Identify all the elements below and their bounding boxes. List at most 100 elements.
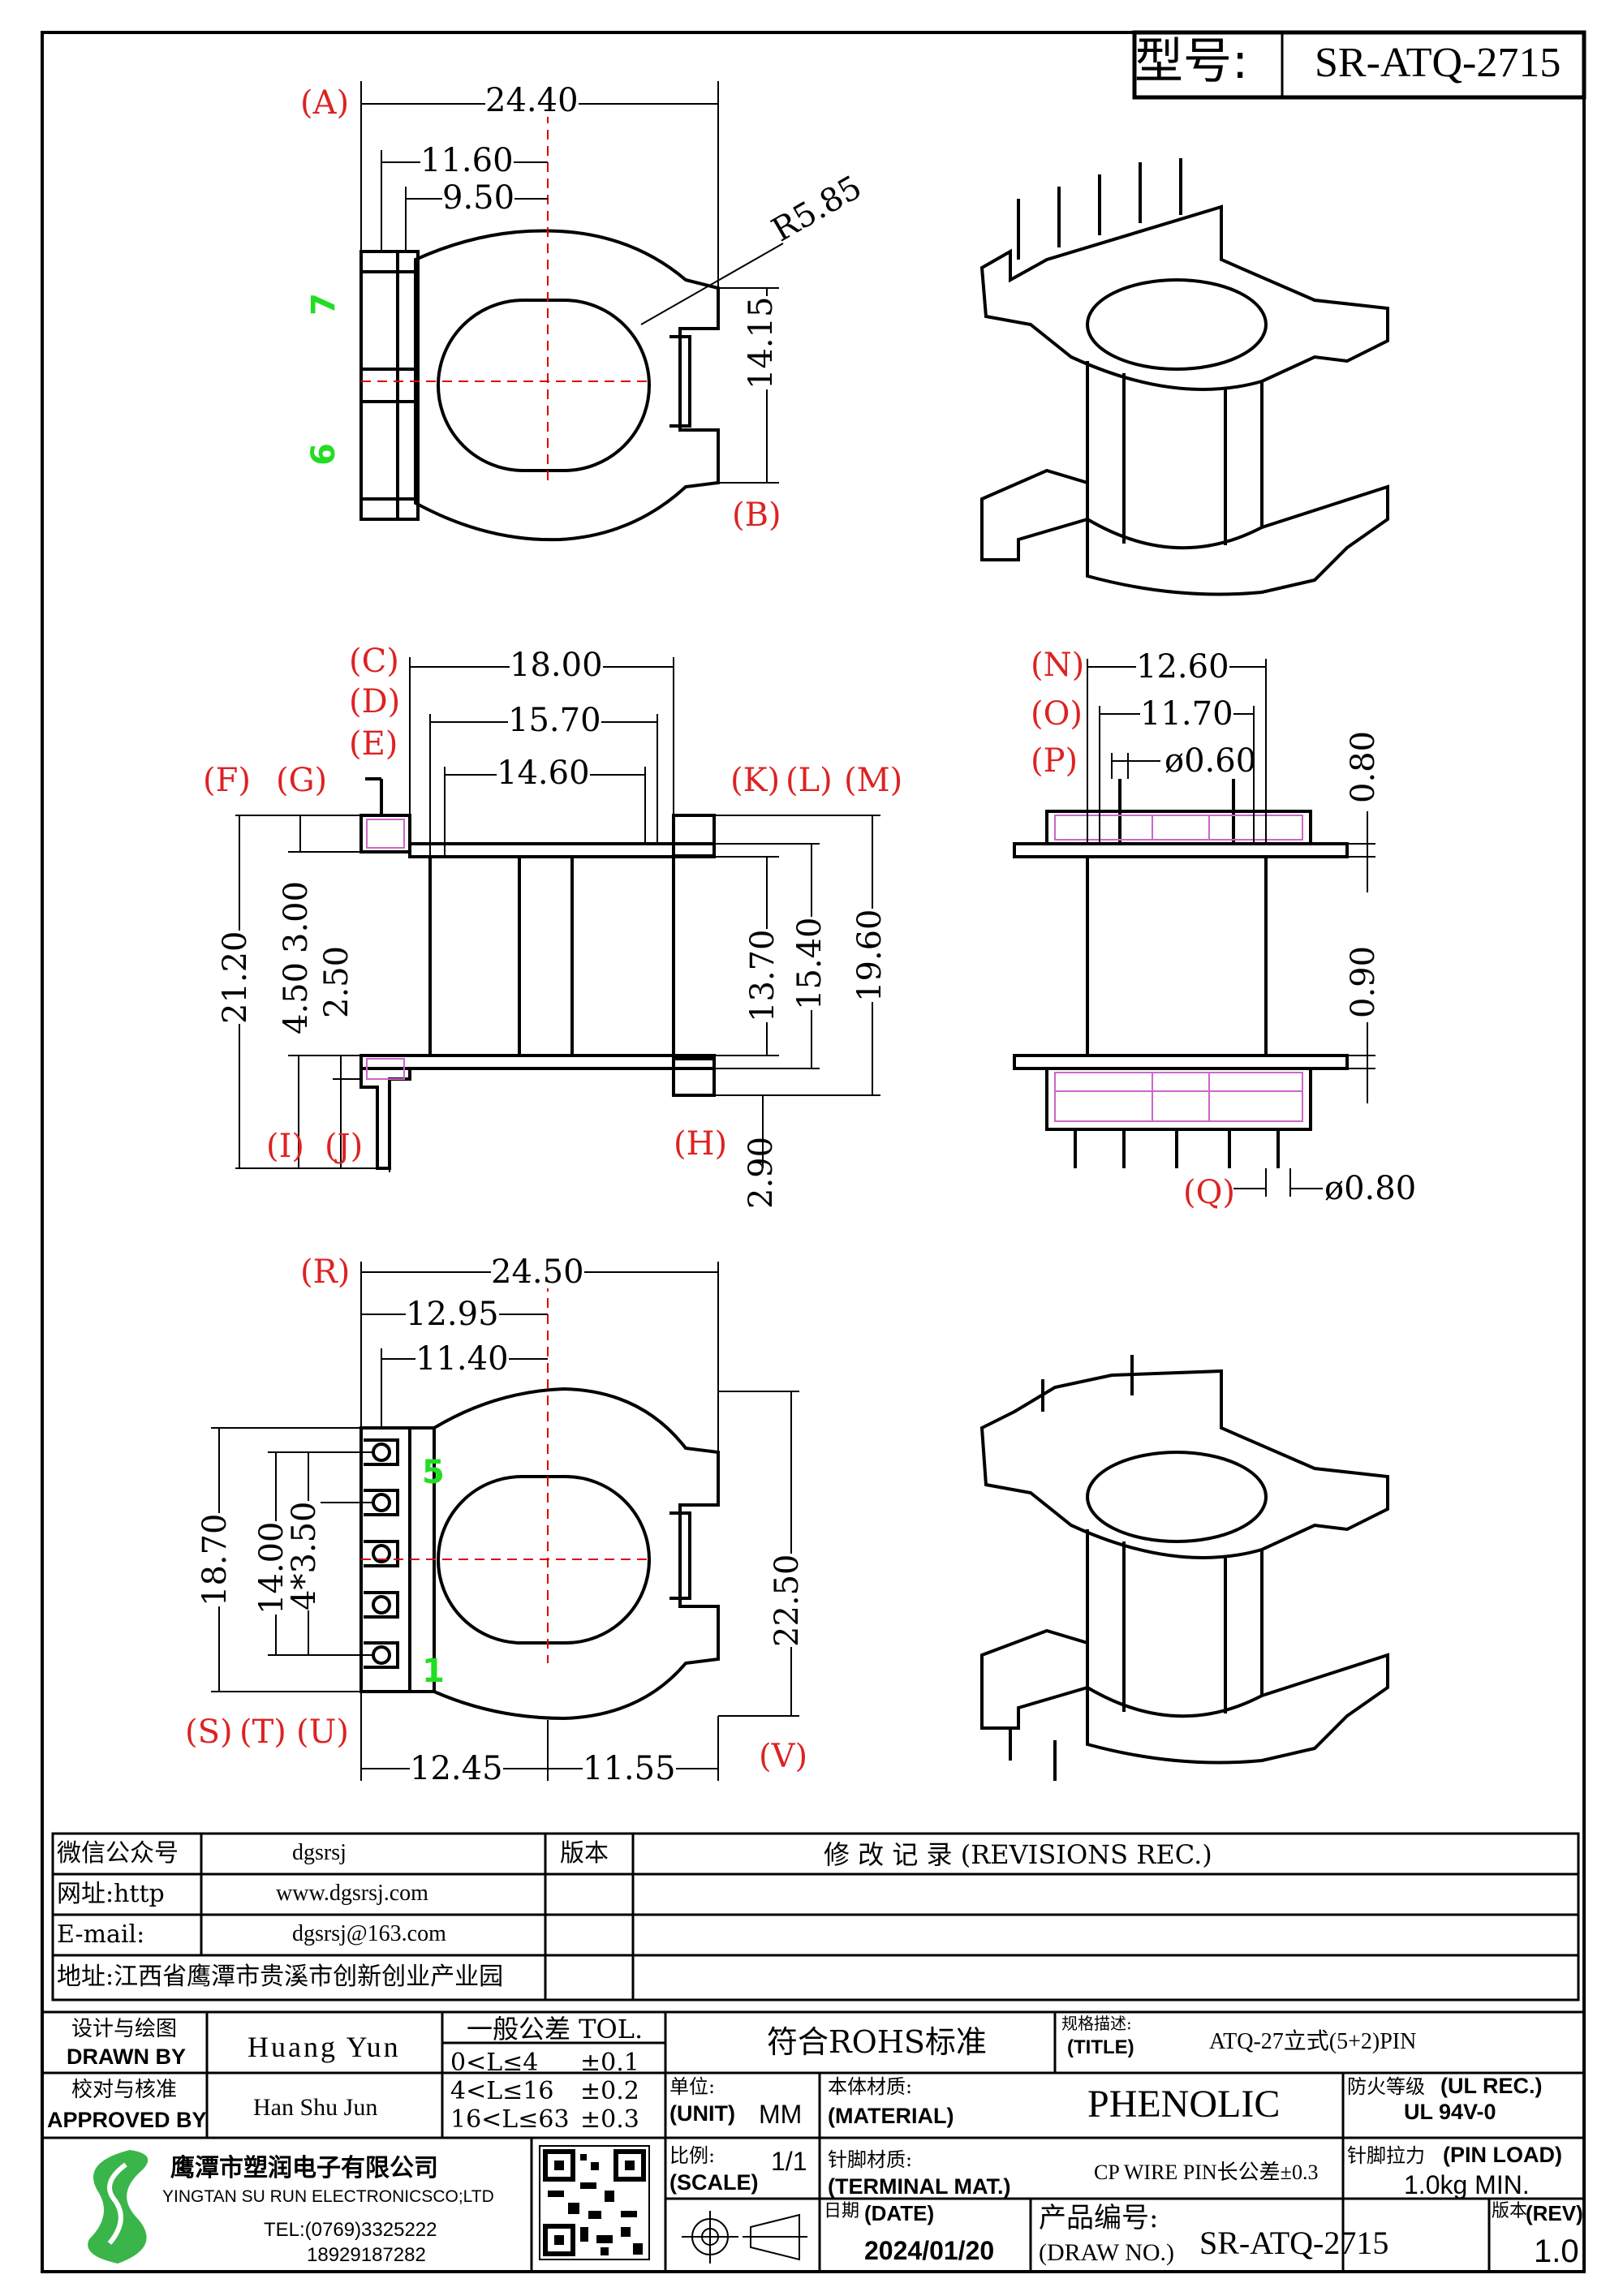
pin-label-6: 6 [304, 443, 342, 466]
pin-load-cn: 针脚拉力 [1347, 2144, 1425, 2167]
model-number: SR-ATQ-2715 [1315, 40, 1561, 86]
ref-g: (G) [276, 762, 328, 799]
ul-cn: 防火等级 [1347, 2075, 1425, 2098]
side-view [1013, 779, 1349, 1168]
dim-bottom-24-50: 24.50 [491, 1253, 584, 1291]
material-cn: 本体材质: [828, 2075, 913, 2098]
tol-value-2: ±0.2 [580, 2077, 639, 2105]
dim-front-14-60: 14.60 [497, 755, 590, 792]
info-value-email[interactable]: dgsrsj@163.com [292, 1921, 446, 1946]
draw-no-cn: 产品编号: [1039, 2202, 1159, 2234]
ref-b: (B) [732, 497, 781, 534]
dim-front-13-70: 13.70 [744, 929, 781, 1022]
model-label: 型号: [1134, 33, 1249, 90]
model-box [1132, 30, 1586, 100]
date-cn: 日期 [824, 2201, 860, 2221]
dim-front-15-70: 15.70 [508, 702, 601, 739]
dim-front-21-20: 21.20 [217, 931, 254, 1024]
dim-bottom-11-40: 11.40 [415, 1340, 509, 1378]
dim-front-15-40: 15.40 [791, 917, 829, 1010]
info-label-email: E-mail: [57, 1920, 145, 1949]
ref-d: (D) [349, 683, 401, 720]
ref-i: (I) [266, 1128, 305, 1165]
dim-front-19-60: 19.60 [851, 909, 889, 1002]
dim-bottom-pitch: 4*3.50 [286, 1501, 323, 1610]
dim-bottom-22-50: 22.50 [768, 1554, 806, 1647]
dim-bottom-18-70: 18.70 [196, 1513, 234, 1606]
unit-value: MM [759, 2100, 803, 2129]
material-value: PHENOLIC [1087, 2083, 1281, 2126]
scale-cn: 比例: [669, 2144, 716, 2167]
dim-front-3-00: 3.00 [278, 880, 315, 953]
company-mobile: 18929187282 [307, 2244, 426, 2266]
top-view [359, 97, 720, 542]
dim-side-d0-80: ø0.80 [1324, 1170, 1417, 1207]
isometric-view-bottom [979, 1355, 1389, 1781]
ref-c: (C) [349, 643, 399, 680]
ref-f: (F) [203, 762, 251, 799]
qr-code [539, 2145, 650, 2260]
company-logo [88, 2150, 149, 2264]
company-name-en: YINGTAN SU RUN ELECTRONICSCO;LTD [162, 2187, 494, 2206]
title-block-lines [41, 2010, 1586, 2273]
title-value: ATQ-27立式(5+2)PIN [1209, 2029, 1417, 2054]
isometric-view-top [979, 158, 1389, 596]
revisions-header: 修 改 记 录 (REVISIONS REC.) [824, 1839, 1212, 1870]
dim-bottom-14-00: 14.00 [253, 1521, 291, 1615]
tol-value-3: ±0.3 [580, 2105, 639, 2134]
terminal-cn: 针脚材质: [828, 2148, 913, 2171]
unit-en: (UNIT) [669, 2101, 735, 2126]
scale-en: (SCALE) [669, 2170, 759, 2195]
ul-value: UL 94V-0 [1404, 2100, 1496, 2124]
ref-o: (O) [1031, 695, 1083, 733]
dim-top-14-15: 14.15 [743, 296, 780, 389]
dim-top-11-60: 11.60 [420, 142, 514, 179]
ref-n: (N) [1031, 647, 1085, 684]
dim-side-d0-60: ø0.60 [1165, 742, 1257, 780]
scale-value: 1/1 [771, 2147, 807, 2176]
dim-front-2-50: 2.50 [318, 945, 355, 1018]
material-en: (MATERIAL) [828, 2104, 954, 2128]
pin-label-7: 7 [304, 293, 342, 316]
approved-by-cn: 校对与核准 [71, 2078, 178, 2102]
title-cn: 规格描述: [1061, 2014, 1132, 2033]
ref-u: (U) [296, 1713, 349, 1751]
info-value-wechat: dgsrsj [292, 1840, 347, 1865]
info-label-web: 网址:http [57, 1880, 165, 1908]
tol-range-2: 4<L≤16 [450, 2077, 554, 2105]
tol-range-3: 16<L≤63 [450, 2105, 570, 2134]
pin-label-5: 5 [422, 1454, 445, 1491]
info-value-web[interactable]: www.dgsrsj.com [276, 1881, 428, 1906]
ul-en: (UL REC.) [1440, 2074, 1543, 2098]
info-address: 地址:江西省鹰潭市贵溪市创新创业产业园 [57, 1963, 504, 1991]
date-value: 2024/01/20 [864, 2236, 995, 2265]
dim-top-9-50: 9.50 [442, 179, 515, 217]
ref-j: (J) [325, 1128, 364, 1165]
ref-p: (P) [1031, 742, 1078, 780]
ref-v: (V) [759, 1738, 808, 1775]
ref-r: (R) [300, 1253, 351, 1291]
ref-s: (S) [185, 1713, 233, 1751]
dim-bottom-11-55: 11.55 [583, 1750, 676, 1787]
ref-l: (L) [786, 762, 833, 799]
approved-by-en: APPROVED BY [47, 2108, 207, 2132]
dim-bottom-12-95: 12.95 [406, 1296, 499, 1333]
company-tel: TEL:(0769)3325222 [264, 2219, 437, 2241]
ref-q: (Q) [1183, 1174, 1236, 1211]
dim-side-12-60: 12.60 [1136, 648, 1229, 686]
rohs-statement: 符合ROHS标准 [767, 2024, 987, 2060]
front-view [359, 777, 716, 1170]
version-header: 版本 [560, 1839, 609, 1868]
side-view-hidden [1054, 815, 1303, 1122]
dim-side-0-90: 0.90 [1345, 945, 1382, 1018]
ref-k: (K) [730, 762, 781, 799]
ref-a: (A) [300, 84, 350, 122]
ref-h: (H) [674, 1125, 728, 1163]
terminal-value: CP WIRE PIN长公差±0.3 [1094, 2161, 1319, 2184]
unit-cn: 单位: [669, 2075, 716, 2098]
pin-load-en: (PIN LOAD) [1443, 2143, 1562, 2167]
ref-e: (E) [349, 725, 398, 763]
company-name-cn: 鹰潭市塑润电子有限公司 [170, 2154, 438, 2182]
approved-by-name: Han Shu Jun [253, 2094, 378, 2121]
